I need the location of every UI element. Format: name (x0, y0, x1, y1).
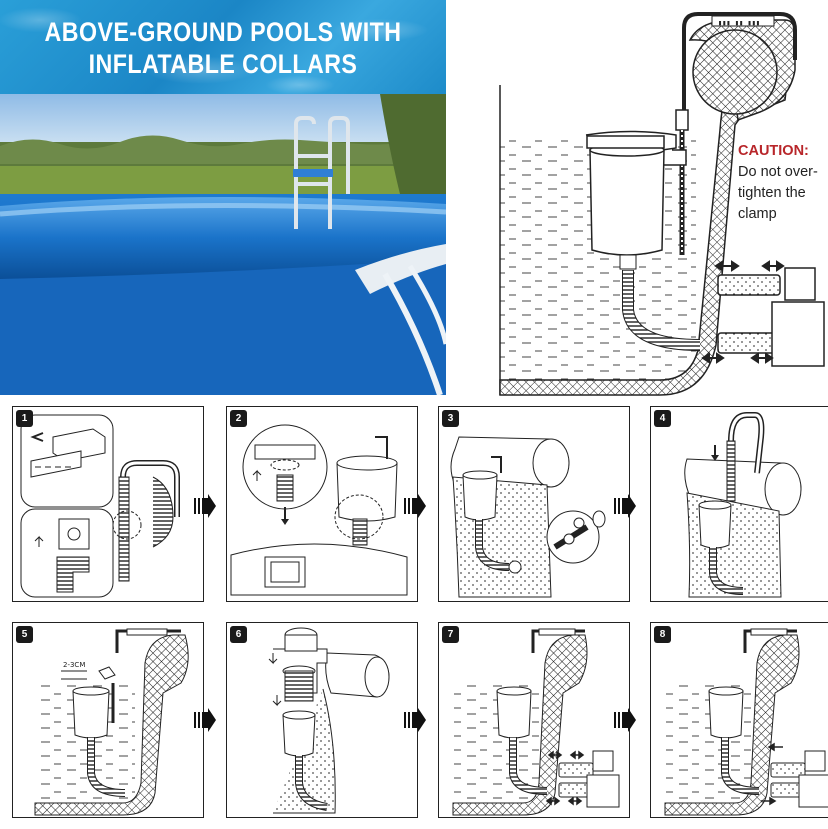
next-arrow-icon (404, 708, 426, 732)
caution-note: CAUTION: Do not over-tighten the clamp (738, 141, 828, 225)
step-panel-3: 3 (438, 406, 630, 602)
step-panel-8: 8 (650, 622, 828, 818)
step-panel-2: 2 (226, 406, 418, 602)
step-number: 7 (442, 626, 459, 643)
step-panel-5: 5 2-3CM (12, 622, 204, 818)
measure-label: 2-3CM (63, 661, 86, 669)
next-arrow-icon (194, 494, 216, 518)
step-number: 8 (654, 626, 671, 643)
water-texture (0, 0, 446, 94)
step-number: 6 (230, 626, 247, 643)
step-number: 4 (654, 410, 671, 427)
step-panel-1: 1 (12, 406, 204, 602)
step-number: 1 (16, 410, 33, 427)
step-panel-6: 6 (226, 622, 418, 818)
step-number: 2 (230, 410, 247, 427)
banner-title-line-2: INFLATABLE COLLARS (88, 49, 358, 79)
next-arrow-icon (194, 708, 216, 732)
title-banner: ABOVE-GROUND POOLS WITH INFLATABLE COLLA… (0, 0, 446, 94)
step-panel-4: 4 (650, 406, 828, 602)
next-arrow-icon (404, 494, 426, 518)
banner-title-line-1: ABOVE-GROUND POOLS WITH (44, 17, 402, 47)
step-panel-7: 7 (438, 622, 630, 818)
step-number: 5 (16, 626, 33, 643)
svg-text:▮▮▮ ▮▮ ▮▮▮: ▮▮▮ ▮▮ ▮▮▮ (718, 19, 760, 27)
caution-label: CAUTION: (738, 143, 809, 159)
pool-photo (0, 94, 446, 395)
step-number: 3 (442, 410, 459, 427)
next-arrow-icon (614, 708, 636, 732)
banner-title: ABOVE-GROUND POOLS WITH INFLATABLE COLLA… (31, 16, 415, 80)
next-arrow-icon (614, 494, 636, 518)
skimmer-cutaway-diagram: ▮▮▮ ▮▮ ▮▮▮ (446, 0, 828, 400)
caution-text: Do not over-tighten the clamp (738, 164, 818, 222)
